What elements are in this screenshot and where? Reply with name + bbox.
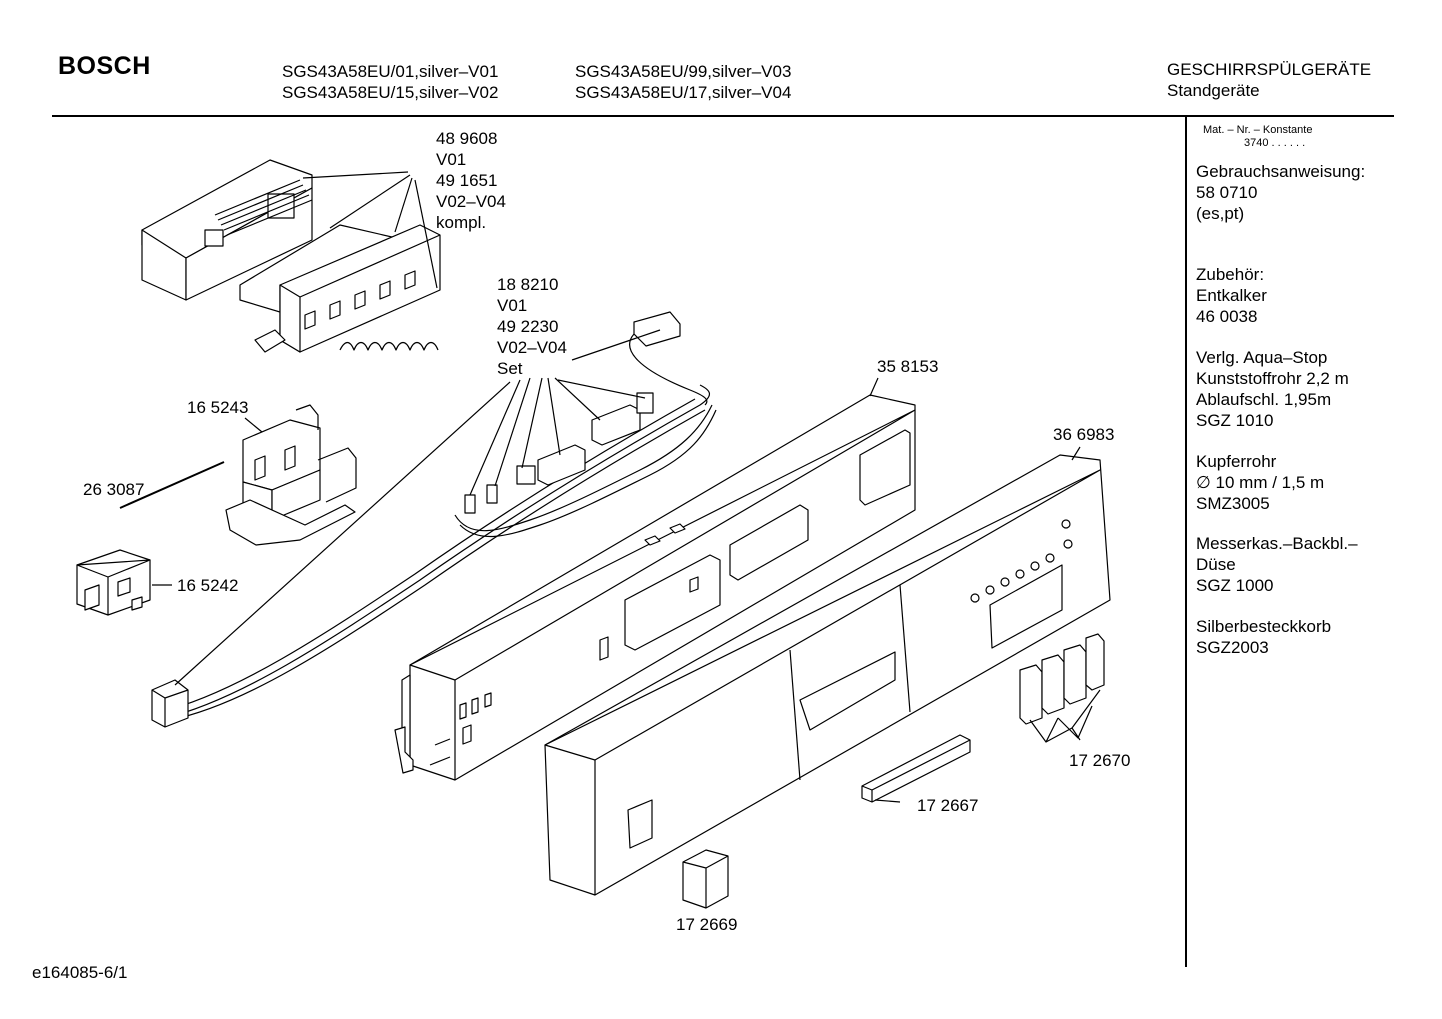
label-part-188210: 18 8210 V01 49 2230 V02–V04 Set xyxy=(497,274,567,379)
label-part-172667: 17 2667 xyxy=(917,796,979,815)
strip-172667-drawing xyxy=(861,734,971,803)
part-number: 48 9608 xyxy=(436,129,498,148)
label-part-172670: 17 2670 xyxy=(1069,751,1131,770)
part-note: Set xyxy=(497,359,523,378)
sidebar-line: ∅ 10 mm / 1,5 m xyxy=(1196,473,1325,492)
category-subtitle: Standgeräte xyxy=(1167,81,1260,100)
leader-line-358153 xyxy=(869,377,879,397)
sidebar-line: Düse xyxy=(1196,555,1236,574)
sidebar-line: SMZ3005 xyxy=(1196,494,1270,513)
part-note: kompl. xyxy=(436,213,487,232)
sidebar-line: 58 0710 xyxy=(1196,183,1258,202)
sidebar-line: Ablaufschl. 1,95m xyxy=(1196,390,1332,409)
sidebar-block-nozzle: Messerkas.–Backbl.– Düse SGZ 1000 xyxy=(1196,533,1358,596)
sidebar-line: Entkalker xyxy=(1196,286,1267,305)
sidebar-block-copper: Kupferrohr ∅ 10 mm / 1,5 m SMZ3005 xyxy=(1196,451,1324,514)
sidebar-line: 46 0038 xyxy=(1196,307,1258,326)
label-part-366983: 36 6983 xyxy=(1053,425,1115,444)
sidebar-line: (es,pt) xyxy=(1196,204,1245,223)
label-part-172669: 17 2669 xyxy=(676,915,738,934)
leader-lines-188210 xyxy=(174,329,661,686)
part-number: 49 2230 xyxy=(497,317,559,336)
sidebar-line: Messerkas.–Backbl.– xyxy=(1196,534,1358,553)
sidebar-block-aquastop: Verlg. Aqua–Stop Kunststoffrohr 2,2 m Ab… xyxy=(1196,347,1349,431)
leader-line-172667 xyxy=(874,799,901,803)
sidebar-line: Kupferrohr xyxy=(1196,452,1277,471)
mat-nr: Mat. – Nr. – Konstante 3740 . . . . . . xyxy=(1203,124,1312,150)
drawing-code: e164085-6/1 xyxy=(32,963,128,982)
part-variant: V02–V04 xyxy=(436,192,506,211)
part-number: 18 8210 xyxy=(497,275,559,294)
category: GESCHIRRSPÜLGERÄTE Standgeräte xyxy=(1167,59,1371,101)
sidebar-line: SGZ 1010 xyxy=(1196,411,1274,430)
leader-line-366983 xyxy=(1071,446,1081,461)
mat-nr-label: Mat. – Nr. – Konstante xyxy=(1203,124,1313,136)
part-variant: V02–V04 xyxy=(497,338,567,357)
part-165242-drawing xyxy=(76,549,151,616)
brand-logo: BOSCH xyxy=(58,52,151,80)
model-line: SGS43A58EU/17,silver–V04 xyxy=(575,83,792,102)
sidebar-rule xyxy=(1185,116,1187,967)
model-list-2: SGS43A58EU/99,silver–V03 SGS43A58EU/17,s… xyxy=(575,61,791,103)
leader-lines-172670 xyxy=(1029,689,1101,743)
sidebar-line: Kunststoffrohr 2,2 m xyxy=(1196,369,1349,388)
sidebar-line: Zubehör: xyxy=(1196,265,1265,284)
panel-366983-drawing xyxy=(544,454,1111,896)
category-title: GESCHIRRSPÜLGERÄTE xyxy=(1167,60,1372,79)
leader-line-165243 xyxy=(244,417,263,433)
sidebar-line: SGZ2003 xyxy=(1196,638,1269,657)
part-variant: V01 xyxy=(497,296,528,315)
leader-lines-489608 xyxy=(302,171,438,289)
mat-nr-value: 3740 . . . . . . xyxy=(1244,137,1306,149)
label-part-263087: 26 3087 xyxy=(83,480,145,499)
sidebar-block-cutlery: Silberbesteckkorb SGZ2003 xyxy=(1196,616,1331,658)
label-part-489608: 48 9608 V01 49 1651 V02–V04 kompl. xyxy=(436,128,506,233)
wire-harness-drawing xyxy=(151,311,717,728)
header-rule xyxy=(52,115,1394,117)
model-line: SGS43A58EU/15,silver–V02 xyxy=(282,83,499,102)
model-list-1: SGS43A58EU/01,silver–V01 SGS43A58EU/15,s… xyxy=(282,61,498,103)
part-variant: V01 xyxy=(436,150,467,169)
model-line: SGS43A58EU/01,silver–V01 xyxy=(282,62,499,81)
sidebar-line: Silberbesteckkorb xyxy=(1196,617,1332,636)
buttons-172670-drawing xyxy=(1019,633,1105,725)
label-part-165243: 16 5243 xyxy=(187,398,249,417)
sidebar-line: Gebrauchsanweisung: xyxy=(1196,162,1366,181)
sidebar-line: Verlg. Aqua–Stop xyxy=(1196,348,1328,367)
label-part-165242: 16 5242 xyxy=(177,576,239,595)
part-165243-drawing xyxy=(225,404,357,546)
rod-263087 xyxy=(119,461,225,509)
label-part-358153: 35 8153 xyxy=(877,357,939,376)
control-module-drawing xyxy=(141,159,441,353)
sidebar-line: SGZ 1000 xyxy=(1196,576,1274,595)
model-line: SGS43A58EU/99,silver–V03 xyxy=(575,62,792,81)
knob-172669-drawing xyxy=(682,849,729,909)
sidebar-block-accessory: Zubehör: Entkalker 46 0038 xyxy=(1196,264,1267,327)
part-number: 49 1651 xyxy=(436,171,498,190)
sidebar-block-manual: Gebrauchsanweisung: 58 0710 (es,pt) xyxy=(1196,161,1365,224)
